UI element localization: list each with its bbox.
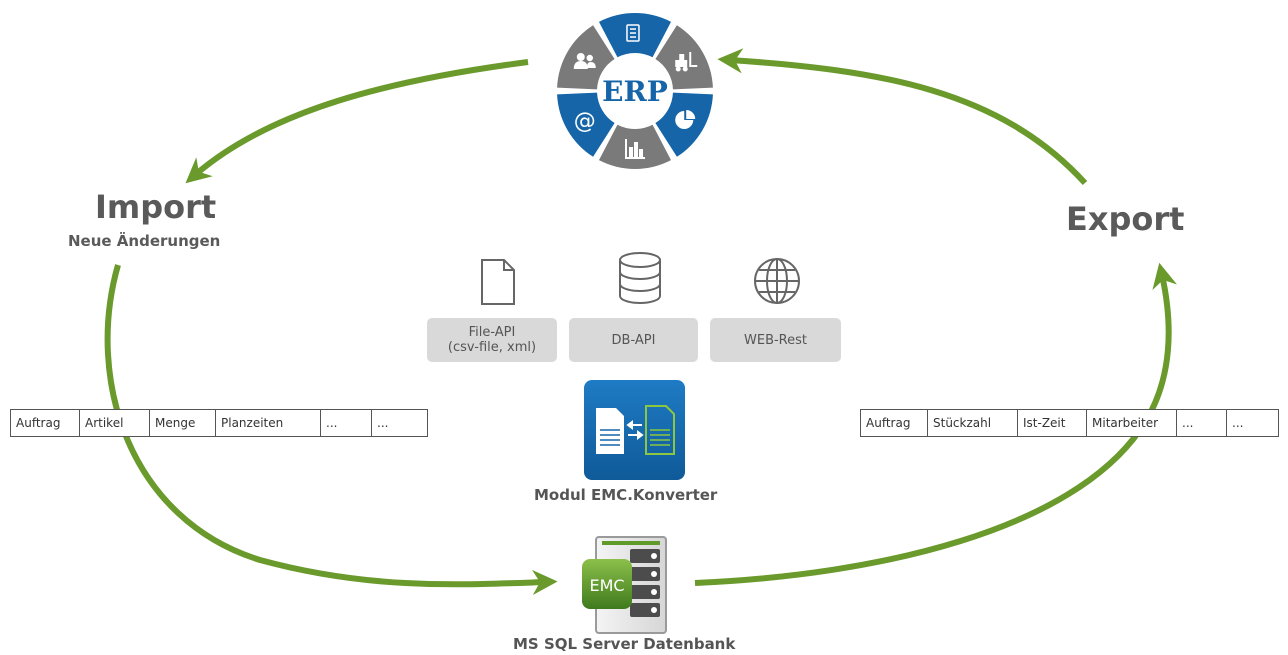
field-cell: Artikel — [80, 410, 150, 436]
field-cell: Planzeiten — [216, 410, 321, 436]
users-icon — [573, 53, 596, 69]
calculator-icon — [626, 24, 640, 42]
arrow-db-to-export — [694, 262, 1178, 586]
converter-caption: Modul EMC.Konverter — [534, 486, 718, 504]
import-title: Import — [95, 188, 217, 226]
erp-segment — [557, 25, 615, 90]
api-box-db: DB-API — [569, 318, 698, 362]
api-box-file: File-API (csv-file, xml) — [427, 318, 557, 362]
svg-text:@: @ — [574, 109, 596, 134]
at-sign-icon: @ — [574, 109, 596, 134]
field-cell: ... — [377, 416, 389, 430]
pie-chart-icon — [675, 110, 696, 129]
database-caption: MS SQL Server Datenbank — [513, 635, 736, 653]
field-cell: Menge — [150, 410, 216, 436]
field-cell: Ist-Zeit — [1018, 410, 1087, 436]
field-cell: Auftrag — [861, 410, 928, 436]
forklift-icon — [675, 52, 698, 72]
field-cell: ... — [321, 410, 372, 436]
field-cell: Auftrag — [11, 410, 80, 436]
converter-module-icon — [584, 380, 685, 480]
field-cell: Stückzahl — [928, 410, 1018, 436]
globe-icon — [754, 258, 800, 304]
erp-segment — [557, 92, 615, 157]
file-icon — [481, 259, 515, 305]
api-box-file-label: File-API (csv-file, xml) — [447, 325, 537, 355]
field-cell: ... — [1232, 416, 1244, 430]
api-box-web: WEB-Rest — [710, 318, 841, 362]
arrow-export-to-erp — [717, 48, 1088, 186]
database-server-icon: EMC — [582, 536, 667, 634]
export-title: Export — [1066, 200, 1185, 238]
database-icon — [619, 252, 661, 304]
arrow-erp-to-import — [185, 59, 529, 184]
erp-segment — [598, 13, 672, 58]
bar-chart-icon — [625, 139, 645, 159]
arrow-import-to-db — [104, 264, 558, 596]
field-cell: ... — [1177, 410, 1227, 436]
import-subtitle: Neue Änderungen — [68, 232, 221, 250]
field-cell: Mitarbeiter — [1087, 410, 1177, 436]
api-box-web-label: WEB-Rest — [744, 332, 807, 348]
erp-center-label: ERP — [602, 75, 668, 108]
erp-wheel: ERP @ — [555, 11, 715, 171]
emc-badge: EMC — [589, 576, 624, 595]
api-box-db-label: DB-API — [611, 332, 656, 348]
